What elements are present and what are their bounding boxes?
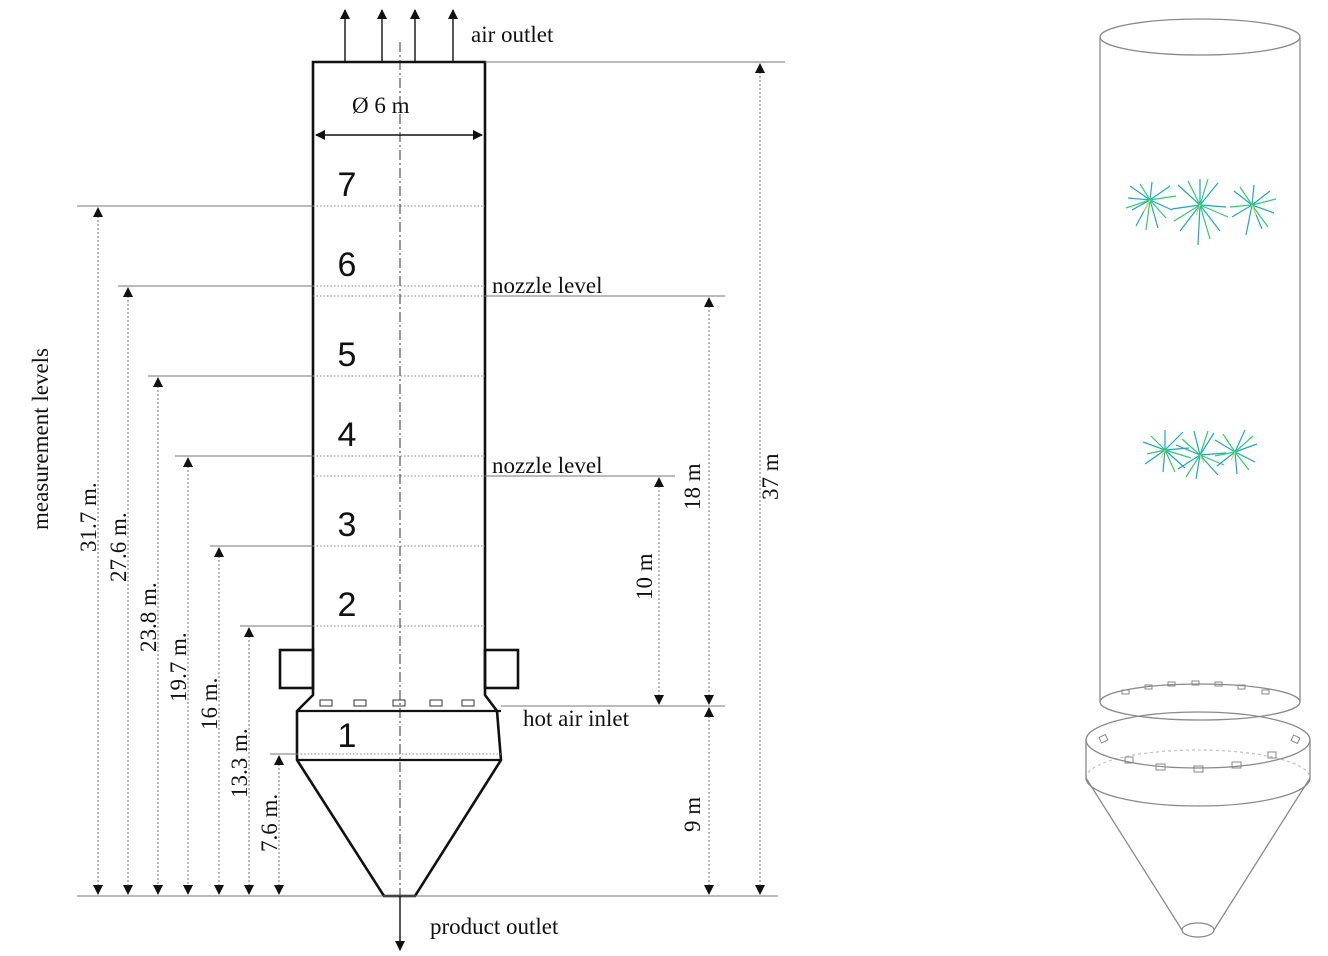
zone-5: 5 bbox=[338, 336, 357, 374]
cone-outlet bbox=[1181, 922, 1215, 938]
ring-holes bbox=[1098, 680, 1301, 773]
level-31-7: 31.7 m. bbox=[76, 482, 101, 552]
measurement-labels: measurement levels 31.7 m. 27.6 m. 23.8 … bbox=[28, 348, 282, 852]
level-13-3: 13.3 m. bbox=[227, 728, 252, 798]
zone-7: 7 bbox=[338, 166, 357, 204]
level-7-6: 7.6 m. bbox=[257, 794, 282, 852]
right-reference-lines bbox=[485, 61, 785, 707]
right-inlet-box bbox=[483, 648, 520, 690]
inlet-slots bbox=[319, 699, 475, 707]
dim-9m-label: 9 m bbox=[680, 797, 705, 832]
zone-2: 2 bbox=[338, 586, 357, 624]
zone-4: 4 bbox=[338, 416, 357, 454]
dimension-arrows bbox=[654, 63, 765, 895]
nozzle-level-upper-label: nozzle level bbox=[492, 273, 602, 298]
level-27-6: 27.6 m. bbox=[106, 512, 131, 582]
product-outlet-label: product outlet bbox=[430, 914, 559, 939]
measurement-level-lines bbox=[77, 205, 501, 755]
dim-total-label: 37 m bbox=[758, 453, 783, 500]
level-16: 16 m. bbox=[197, 678, 222, 730]
upper-spray-cluster bbox=[1125, 178, 1277, 246]
level-23-8: 23.8 m. bbox=[136, 582, 161, 652]
level-19-7: 19.7 m. bbox=[166, 632, 191, 702]
cylinder-top bbox=[1099, 18, 1301, 56]
wireframe-3d bbox=[1085, 18, 1311, 938]
chamber-body bbox=[295, 60, 503, 898]
zone-3: 3 bbox=[338, 506, 357, 544]
zone-6: 6 bbox=[338, 246, 357, 284]
air-outlet-label: air outlet bbox=[471, 22, 554, 47]
left-inlet-box bbox=[278, 648, 315, 690]
measurement-arrows bbox=[93, 207, 284, 895]
nozzle-level-lower-label: nozzle level bbox=[492, 453, 602, 478]
cylinder-bottom bbox=[1099, 683, 1301, 721]
air-outlet-arrows bbox=[340, 9, 458, 62]
dim-18m-label: 18 m bbox=[680, 463, 705, 510]
measurement-levels-title: measurement levels bbox=[28, 348, 53, 530]
dim-10m-label: 10 m bbox=[632, 553, 657, 600]
lower-spray-cluster bbox=[1142, 429, 1258, 480]
hot-air-inlet-label: hot air inlet bbox=[523, 706, 630, 731]
zone-1: 1 bbox=[338, 717, 357, 755]
zone-numbers: 7 6 5 4 3 2 1 bbox=[338, 166, 357, 755]
schematic: air outlet Ø 6 m 7 6 5 4 3 2 1 bbox=[28, 9, 785, 951]
diameter-label: Ø 6 m bbox=[352, 93, 410, 118]
